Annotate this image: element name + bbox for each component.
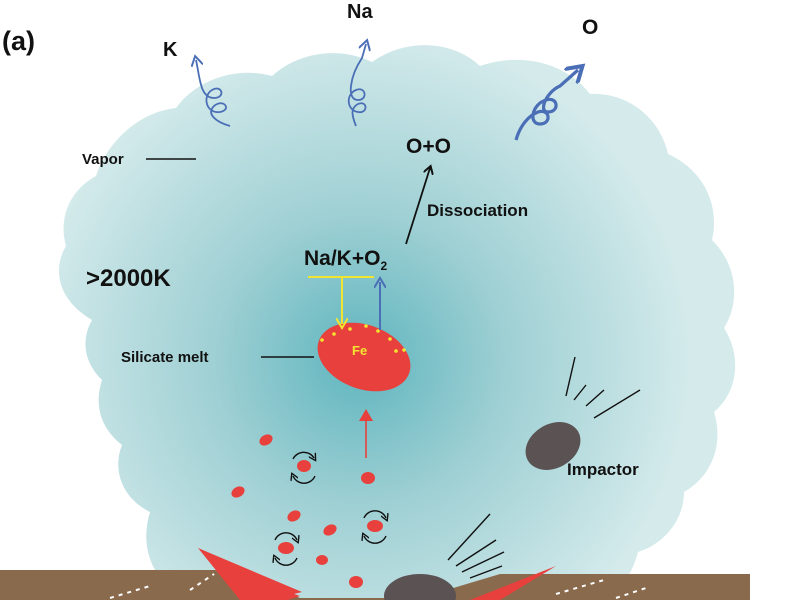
rotation-arrows <box>275 451 386 566</box>
ground-surface <box>0 570 750 600</box>
vapor-plume <box>58 45 736 598</box>
ground-shock-lines <box>109 573 647 599</box>
ejecta-jet-left <box>198 548 302 600</box>
impactor-label: Impactor <box>567 460 639 479</box>
na-label: Na <box>347 1 373 23</box>
surface-impactor-motion-lines <box>447 513 505 579</box>
temperature-label: >2000K <box>86 265 171 292</box>
k-label: K <box>163 39 178 61</box>
silicate-melt-droplet <box>317 322 411 392</box>
dissociation-label: Dissociation <box>427 201 528 220</box>
o-label: O <box>582 16 598 39</box>
impactor-body <box>525 422 581 470</box>
reaction-label: Na/K+O2 <box>304 247 387 273</box>
dissociation-arrow <box>405 168 430 245</box>
panel-label: (a) <box>2 26 35 56</box>
ejecta-jet-right <box>470 566 556 600</box>
na-escape-squiggle <box>347 44 366 127</box>
o-escape-squiggle <box>514 70 578 141</box>
melt-droplets <box>231 434 383 588</box>
iron-label: Fe <box>352 343 367 358</box>
reaction-main-text: Na/K+O <box>304 247 380 270</box>
reaction-subscript: 2 <box>380 259 387 273</box>
k-escape-squiggle <box>196 60 231 127</box>
silicate-melt-label: Silicate melt <box>121 349 209 366</box>
impactor-motion-lines <box>565 356 641 419</box>
vapor-label: Vapor <box>82 151 124 168</box>
ejecta-jet-left-lower <box>236 574 300 600</box>
impactor-at-surface <box>384 574 456 600</box>
products-label: O+O <box>406 135 451 158</box>
iron-dots <box>320 324 406 353</box>
